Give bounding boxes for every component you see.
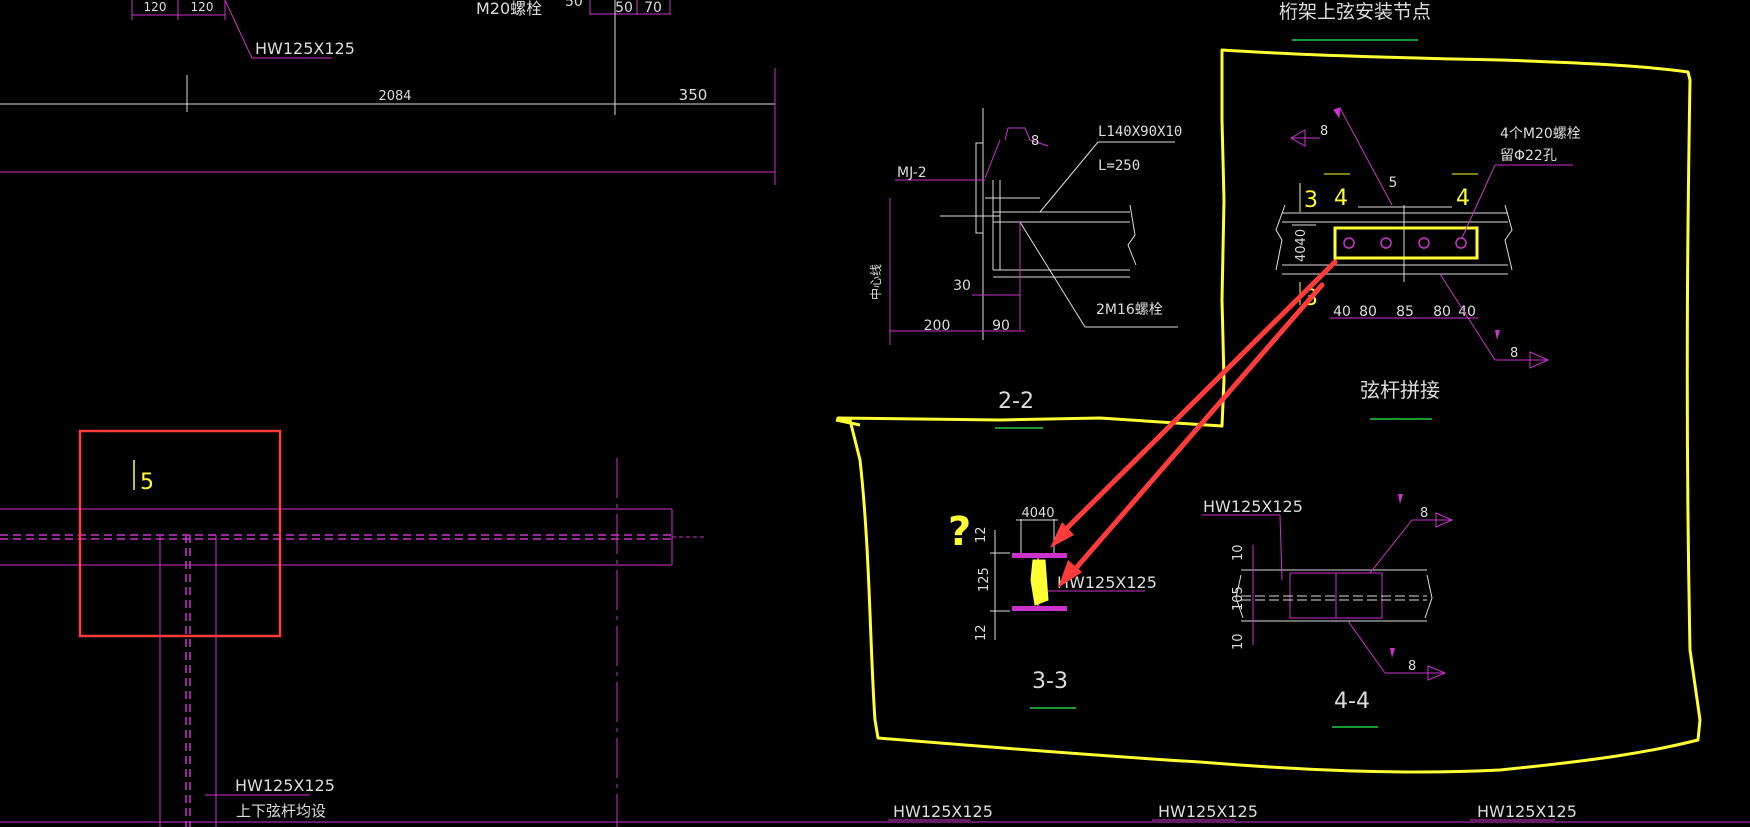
bottom-label-3: HW125X125	[1477, 802, 1577, 821]
label-angle: L140X90X10	[1098, 124, 1182, 140]
dim-10-bottom: 10	[1231, 633, 1246, 650]
cut-4-left: 4	[1334, 186, 1348, 211]
splice-title: 弦杆拼接	[1360, 378, 1440, 402]
splice-dim-4040: 4040	[1294, 229, 1309, 262]
section-3-3-label-hw: HW125X125	[1057, 573, 1157, 592]
dim-50: 50	[615, 0, 633, 16]
bolt-note-1: 4个M20螺栓	[1500, 126, 1581, 142]
bolt-note-2: 留Φ22孔	[1500, 148, 1557, 164]
dim-30: 30	[953, 278, 971, 294]
cut-3-top: 3	[1304, 188, 1318, 213]
weld-size-splice-bottom: 8	[1510, 346, 1518, 361]
weld-size-4-4-bottom: 8	[1408, 659, 1416, 674]
label-2m16-bolts: 2M16螺栓	[1096, 302, 1163, 318]
label-mj2: MJ-2	[897, 165, 927, 181]
dim-120-b: 120	[191, 0, 214, 14]
weld-size-splice-top: 8	[1320, 124, 1328, 139]
label-hw125-top: HW125X125	[255, 39, 355, 58]
bottom-label-2: HW125X125	[1158, 802, 1258, 821]
dim-125: 125	[977, 567, 992, 592]
plan-label-hw125: HW125X125	[235, 776, 335, 795]
bottom-labels: HW125X125 HW125X125 HW125X125	[888, 802, 1577, 821]
dim-50-left: 50	[565, 0, 583, 10]
dim-350: 350	[679, 86, 708, 104]
label-m20-bolt: M20螺栓	[476, 0, 542, 18]
dim-70: 70	[644, 0, 662, 16]
section-4-4: 10 105 10 HW125X125 8 8 4-4	[1202, 494, 1454, 728]
dim-200: 200	[924, 318, 951, 334]
chord-splice: 8 3 4 5 4 4个M20螺栓 留Φ22孔 4040 3 40 80 85 …	[1275, 107, 1581, 420]
weld-size-4-4-top: 8	[1420, 506, 1428, 521]
dim-2084: 2084	[378, 89, 411, 104]
question-mark: ?	[948, 509, 971, 555]
section-2-2-title: 2-2	[998, 389, 1034, 414]
bottom-dim-4: 80	[1433, 304, 1451, 320]
section-3-3: 4040 12 125 12 HW125X125 ? 3-3	[948, 506, 1157, 709]
tag-5: 5	[140, 470, 154, 495]
plan-view: 5 HW125X125 上下弦杆均设	[0, 429, 1750, 827]
weld-size-2-2: 8	[1031, 134, 1039, 149]
red-highlight-box	[78, 429, 282, 638]
cut-4-right: 4	[1456, 186, 1470, 211]
dim-120-a: 120	[144, 0, 167, 14]
top-left-dimensions: 120 120 HW125X125 M20螺栓 50 50 70 2084 35…	[0, 0, 776, 185]
dim-12-top: 12	[974, 526, 989, 543]
bottom-dim-2: 80	[1359, 304, 1377, 320]
bottom-label-1: HW125X125	[893, 802, 993, 821]
label-length: L=250	[1098, 158, 1140, 174]
red-arrows	[1050, 259, 1338, 588]
section-2-2: 8 MJ-2 L140X90X10 L=250 2M16螺栓 30 200 90…	[868, 108, 1182, 429]
dim-10-top: 10	[1231, 544, 1246, 561]
plan-label-chord: 上下弦杆均设	[236, 802, 326, 820]
splice-bottom-dims: 40 80 85 80 40	[1333, 304, 1476, 320]
label-centerline: 中心线	[868, 264, 883, 300]
bottom-dim-5: 40	[1458, 304, 1476, 320]
splice-bolts	[1343, 237, 1467, 249]
section-4-4-label-hw: HW125X125	[1203, 497, 1303, 516]
dim-90: 90	[992, 318, 1010, 334]
section-4-4-title: 4-4	[1334, 689, 1370, 714]
dim-12-bottom: 12	[974, 624, 989, 641]
dim-105: 105	[1231, 586, 1246, 611]
bottom-dim-1: 40	[1333, 304, 1351, 320]
bottom-dim-3: 85	[1396, 304, 1414, 320]
dim-5: 5	[1389, 175, 1398, 191]
section-3-3-title: 3-3	[1032, 669, 1068, 694]
yellow-markup-outline	[836, 48, 1702, 774]
section-3-3-dim-4040: 4040	[1021, 506, 1054, 521]
drawing-title: 桁架上弦安装节点	[1279, 1, 1431, 23]
